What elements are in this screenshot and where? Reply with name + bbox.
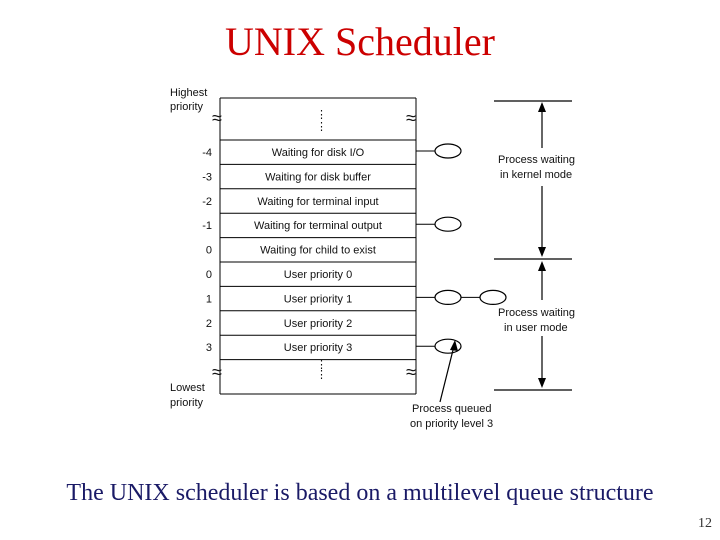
process-node [479,289,507,305]
priority-number: 0 [206,269,212,281]
priority-number: 0 [206,245,212,257]
queue-row-label: Waiting for disk I/O [272,147,365,159]
priority-number: 3 [206,342,212,354]
queued-pointer-head [450,340,458,351]
break-mark-top-right: ≈ [406,108,416,128]
priority-number: 1 [206,293,212,305]
page-number: 12 [698,516,712,531]
queue-row-label: Waiting for terminal input [257,196,378,208]
lowest-priority-label: Lowest priority [170,382,208,409]
ellipsis-bottom-2: ⋮ [316,369,327,381]
priority-number: 2 [206,318,212,330]
slide-title: UNIX Scheduler [225,19,495,64]
break-mark-bottom-left: ≈ [212,362,222,382]
user-arrow-down-head [538,378,546,388]
kernel-mode-label: Process waiting in kernel mode [498,154,578,181]
queue-row-label: User priority 2 [284,318,352,330]
ellipsis-top: ⋮ [316,109,327,121]
break-mark-top-left: ≈ [212,108,222,128]
slide-caption: The UNIX scheduler is based on a multile… [66,480,654,506]
priority-number: -2 [202,196,212,208]
user-mode-label: Process waiting in user mode [498,307,578,334]
queue-row-label: Waiting for terminal output [254,220,382,232]
queue-row-label: User priority 3 [284,342,352,354]
kernel-arrow-down-head [538,247,546,257]
queue-row-label: Waiting for child to exist [260,245,376,257]
priority-number: -4 [202,147,212,159]
queue-row-label: User priority 0 [284,269,352,281]
user-arrow-up-head [538,261,546,271]
break-mark-bottom-right: ≈ [406,362,416,382]
priority-number: -1 [202,220,212,232]
queued-pointer-line [439,345,455,403]
priority-number: -3 [202,171,212,183]
queue-rows: -4 Waiting for disk I/O -3 Waiting for disk… [202,139,507,361]
process-node [434,216,462,232]
queue-row-label: Waiting for disk buffer [265,171,371,183]
queued-process-label: Process queued on priority level 3 [410,403,495,430]
kernel-arrow-up-head [538,102,546,112]
ellipsis-top-2: ⋮ [316,121,327,133]
ellipsis-bottom: ⋮ [316,359,327,371]
process-node [434,289,462,305]
queue-row-label: User priority 1 [284,293,352,305]
process-node [434,143,462,159]
process-node [434,338,462,354]
highest-priority-label: Highest priority [170,87,210,113]
